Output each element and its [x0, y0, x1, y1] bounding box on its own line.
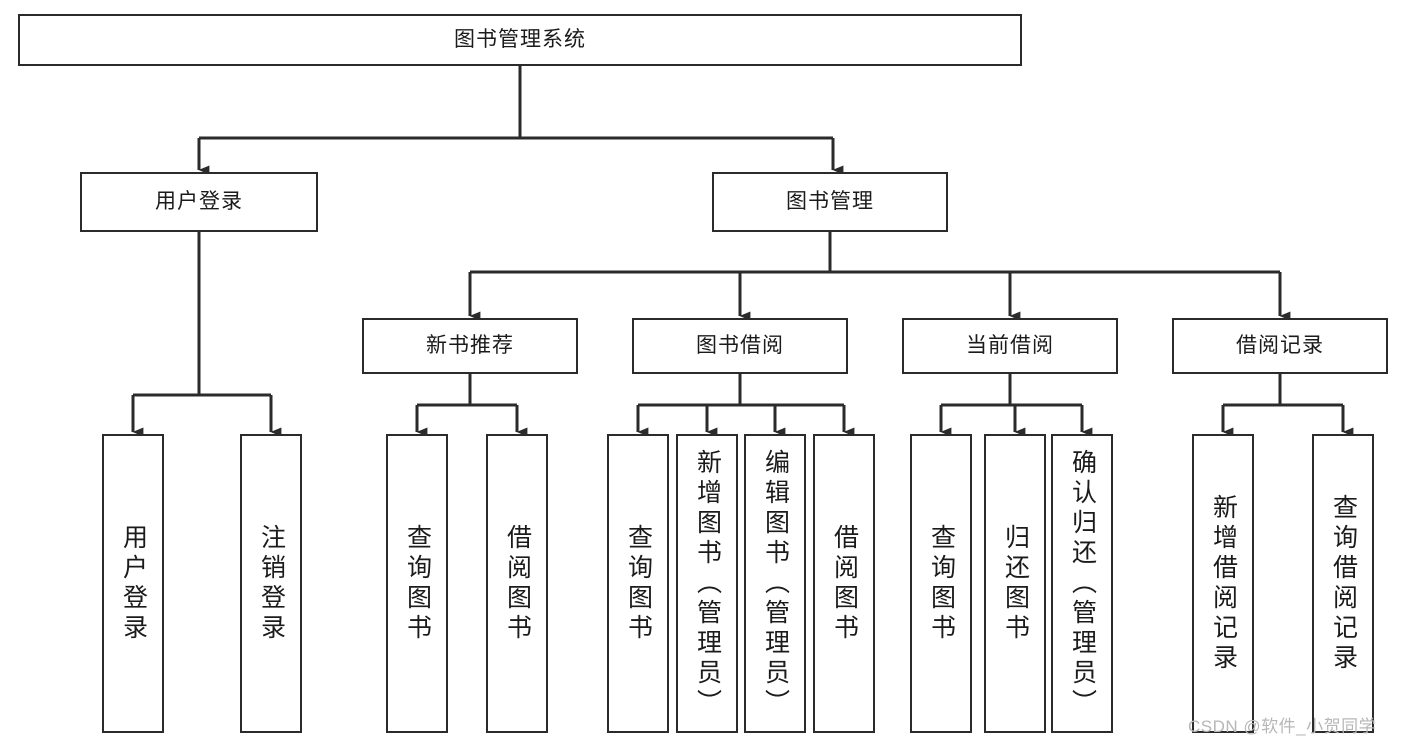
leaf-user-login[interactable]: 用户登录 [102, 434, 164, 733]
leaf-query-book-current[interactable]: 查询图书 [910, 434, 972, 733]
node-book-borrow[interactable]: 图书借阅 [632, 318, 848, 374]
leaf-query-borrow-record[interactable]: 查询借阅记录 [1312, 434, 1374, 733]
node-label: 图书借阅 [696, 333, 784, 357]
leaf-edit-book-admin[interactable]: 编辑图书（管理员） [744, 434, 806, 733]
leaf-confirm-return-admin[interactable]: 确认归还（管理员） [1051, 434, 1113, 733]
leaf-borrow-book-newbook[interactable]: 借阅图书 [486, 434, 548, 733]
node-new-book-recommend[interactable]: 新书推荐 [362, 318, 578, 374]
node-label: 图书管理 [786, 189, 874, 213]
leaf-label: 注销登录 [257, 523, 286, 644]
leaf-label: 确认归还（管理员） [1068, 448, 1097, 719]
node-label: 用户登录 [155, 189, 243, 213]
leaf-label: 查询图书 [403, 523, 432, 644]
node-root-label: 图书管理系统 [454, 27, 586, 51]
node-current-borrow[interactable]: 当前借阅 [902, 318, 1118, 374]
leaf-label: 查询图书 [927, 523, 956, 644]
node-book-management[interactable]: 图书管理 [712, 172, 948, 232]
leaf-add-borrow-record[interactable]: 新增借阅记录 [1192, 434, 1254, 733]
node-borrow-record[interactable]: 借阅记录 [1172, 318, 1388, 374]
leaf-label: 查询图书 [624, 523, 653, 644]
node-label: 借阅记录 [1236, 333, 1324, 357]
leaf-label: 用户登录 [119, 523, 148, 644]
leaf-return-book[interactable]: 归还图书 [984, 434, 1046, 733]
leaf-add-book-admin[interactable]: 新增图书（管理员） [676, 434, 738, 733]
node-root[interactable]: 图书管理系统 [18, 14, 1022, 66]
node-label: 当前借阅 [966, 333, 1054, 357]
leaf-label: 新增图书（管理员） [693, 448, 722, 719]
node-label: 新书推荐 [426, 333, 514, 357]
leaf-query-book-newbook[interactable]: 查询图书 [386, 434, 448, 733]
watermark: CSDN @软件_小贺同学 [1188, 717, 1377, 736]
leaf-label: 归还图书 [1001, 523, 1030, 644]
leaf-label: 借阅图书 [830, 523, 859, 644]
leaf-query-book-borrow[interactable]: 查询图书 [607, 434, 669, 733]
leaf-label: 查询借阅记录 [1329, 493, 1358, 674]
node-user-login[interactable]: 用户登录 [80, 172, 318, 232]
leaf-label: 新增借阅记录 [1209, 493, 1238, 674]
leaf-borrow-book[interactable]: 借阅图书 [813, 434, 875, 733]
leaf-label: 借阅图书 [503, 523, 532, 644]
leaf-label: 编辑图书（管理员） [761, 448, 790, 719]
leaf-logout[interactable]: 注销登录 [240, 434, 302, 733]
